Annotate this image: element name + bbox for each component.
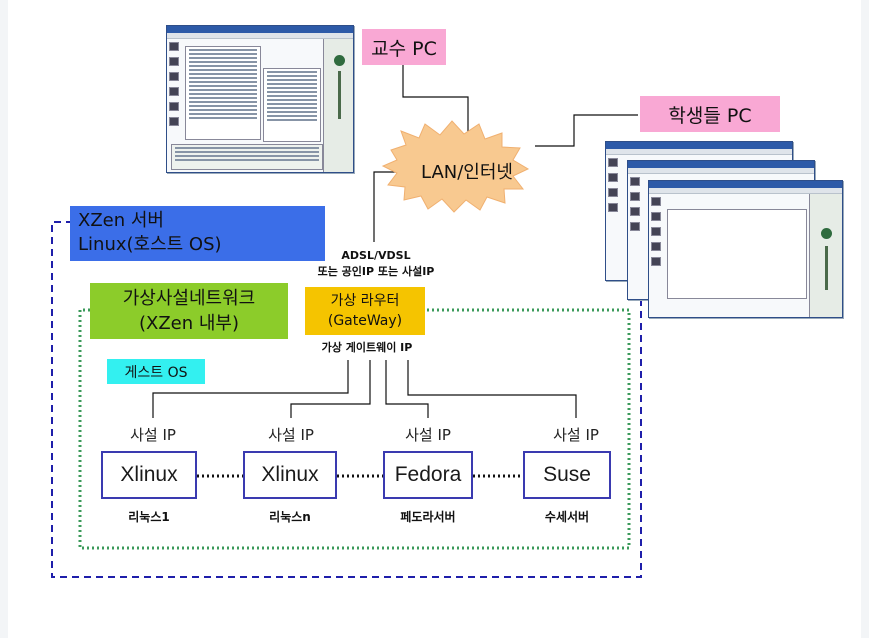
- vm4-box: Suse: [523, 451, 611, 499]
- connection-line1: ADSL/VDSL: [341, 249, 411, 262]
- vm4-private-ip: 사설 IP: [553, 426, 599, 444]
- vm1-private-ip: 사설 IP: [130, 426, 176, 444]
- virtual-net-line1: 가상사설네트워크: [122, 288, 256, 309]
- link-professor-cloud: [402, 65, 469, 138]
- host-title-line1: XZen 서버: [78, 210, 164, 231]
- vm3-box: Fedora: [383, 451, 473, 499]
- vm3-name: 페도라서버: [400, 510, 456, 524]
- connection-label: ADSL/VDSL 또는 공인IP 또는 사설IP: [276, 248, 476, 280]
- vm2-os: Xlinux: [261, 463, 319, 486]
- network-label: LAN/인터넷: [421, 162, 513, 183]
- link-router-vm4: [407, 360, 577, 418]
- router-box: 가상 라우터 (GateWay): [305, 287, 425, 335]
- screenshot-student-icon: [648, 180, 843, 318]
- guest-os-box: 게스트 OS: [107, 359, 205, 384]
- vm2-box: Xlinux: [243, 451, 337, 499]
- vm3-os: Fedora: [394, 463, 462, 486]
- vm1-name: 리눅스1: [128, 510, 170, 524]
- vm1-box: Xlinux: [101, 451, 197, 499]
- link-students-cloud: [535, 114, 638, 147]
- vm3-private-ip: 사설 IP: [405, 426, 451, 444]
- professor-pc-label: 교수 PC: [362, 29, 446, 65]
- guest-os-text: 게스트 OS: [124, 364, 188, 381]
- diagram-canvas: 교수 PC 학생들 PC LAN/인터넷 XZen 서버 Linux(호스트 O…: [8, 0, 861, 638]
- virtual-net-box: 가상사설네트워크 (XZen 내부): [90, 283, 288, 339]
- professor-pc-text: 교수 PC: [371, 37, 437, 60]
- host-title-box: XZen 서버 Linux(호스트 OS): [70, 206, 325, 261]
- vm4-name: 수세서버: [544, 510, 590, 524]
- host-title-line2: Linux(호스트 OS): [78, 234, 222, 255]
- screenshot-professor-icon: [166, 25, 354, 173]
- link-router-vm3: [385, 360, 429, 418]
- cloud-icon: [381, 120, 530, 213]
- vm2-private-ip: 사설 IP: [268, 426, 314, 444]
- student-pcs-label: 학생들 PC: [640, 96, 780, 132]
- router-line2: (GateWay): [327, 313, 403, 329]
- virtual-net-line2: (XZen 내부): [138, 313, 240, 334]
- link-router-vm1: [152, 360, 349, 418]
- connection-line2: 또는 공인IP 또는 사설IP: [317, 265, 435, 278]
- vm1-os: Xlinux: [120, 463, 178, 486]
- link-router-vm2: [290, 360, 371, 418]
- student-pcs-text: 학생들 PC: [668, 104, 752, 127]
- gateway-ip-label: 가상 게이트웨이 IP: [321, 341, 413, 354]
- vm4-os: Suse: [543, 463, 591, 486]
- router-line1: 가상 라우터: [330, 293, 400, 309]
- vm2-name: 리눅스n: [269, 510, 311, 524]
